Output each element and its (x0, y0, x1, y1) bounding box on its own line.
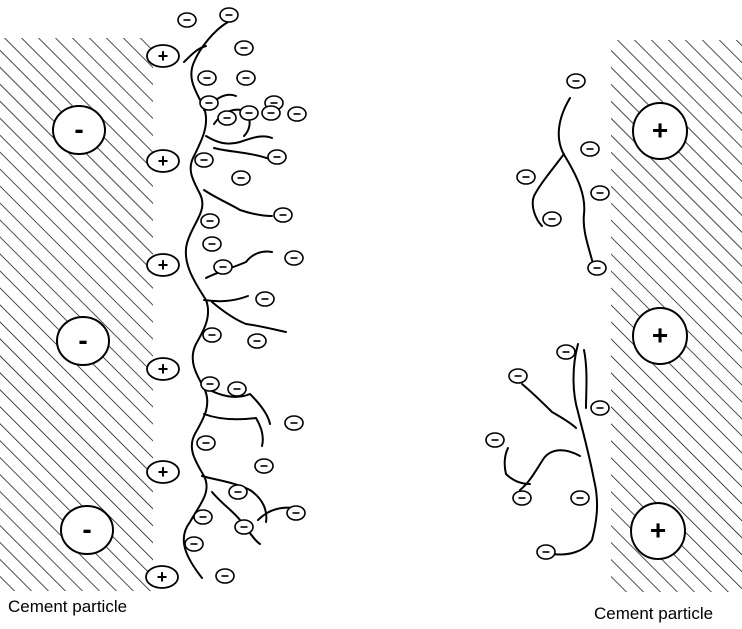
polymer-negative-charge (566, 73, 586, 89)
polymer-negative-charge (287, 106, 307, 122)
svg-text:-: - (78, 324, 87, 355)
polymer-negative-charge (286, 505, 306, 521)
polymer-negative-charge (247, 333, 267, 349)
polymer-negative-charge (508, 368, 528, 384)
positive-surface-charge: + (632, 307, 688, 365)
polymer-negative-charge (231, 170, 251, 186)
polymer-negative-charge (199, 95, 219, 111)
polymer-negative-charge (485, 432, 505, 448)
side-chain (183, 45, 207, 63)
polymer-negative-charge (184, 536, 204, 552)
free-polymer-lower-branch (503, 447, 531, 485)
side-chain (205, 387, 271, 425)
polymer-negative-charge (228, 484, 248, 500)
free-polymer-upper (557, 97, 595, 269)
adsorbed-cation: + (146, 44, 180, 68)
free-polymer-lower-branch (521, 383, 577, 429)
svg-text:+: + (157, 567, 168, 587)
svg-text:-: - (82, 513, 91, 544)
polymer-negative-charge (284, 250, 304, 266)
side-chain (203, 189, 273, 217)
svg-text:+: + (158, 255, 169, 275)
polymer-negative-charge (570, 490, 590, 506)
negative-surface-charge: - (60, 505, 114, 555)
polymer-negative-charge (580, 141, 600, 157)
side-chain (203, 413, 264, 447)
polymer-negative-charge (217, 110, 237, 126)
polymer-negative-charges (177, 7, 610, 584)
polymer-negative-charge (284, 415, 304, 431)
positive-surface-charge: + (632, 102, 688, 160)
svg-text:-: - (74, 113, 83, 144)
right-polymer-chains (503, 97, 599, 556)
side-chain (205, 250, 273, 279)
svg-text:+: + (158, 46, 169, 66)
side-chain (213, 147, 273, 161)
svg-text:+: + (158, 462, 169, 482)
polymer-negative-charge (197, 70, 217, 86)
polymer-negative-charge (196, 435, 216, 451)
svg-text:+: + (652, 319, 668, 350)
negative-surface-charge: - (52, 105, 106, 155)
polymer-negative-charge (219, 7, 239, 23)
polymer-negative-charge (273, 207, 293, 223)
polymer-negative-charge (234, 40, 254, 56)
polymer-negative-charge (202, 236, 222, 252)
polymer-negative-charge (215, 568, 235, 584)
polymer-negative-charge (227, 381, 247, 397)
polymer-negative-charge (236, 70, 256, 86)
svg-text:+: + (158, 359, 169, 379)
polymer-negative-charge (512, 490, 532, 506)
polymer-negative-charge (194, 152, 214, 168)
polymer-negative-charge (213, 259, 233, 275)
adsorbed-cation: + (146, 149, 180, 173)
positive-surface-charge: + (630, 502, 686, 560)
svg-text:+: + (652, 114, 668, 145)
polymer-negative-charge (590, 185, 610, 201)
left-surface-charges: - - - (52, 105, 114, 555)
polymer-negative-charge (587, 260, 607, 276)
left-particle-caption: Cement particle (8, 597, 128, 616)
polymer-negative-charge (556, 344, 576, 360)
svg-text:+: + (158, 151, 169, 171)
side-chain (211, 301, 287, 333)
right-surface-charges: + + + (630, 102, 688, 560)
polymer-negative-charge (202, 327, 222, 343)
polymer-negative-charge (254, 458, 274, 474)
svg-text:+: + (650, 514, 666, 545)
polymer-negative-charge (261, 105, 281, 121)
polymer-negative-charge (193, 509, 213, 525)
free-polymer-lower-branch (583, 349, 588, 409)
polymer-negative-charge (200, 376, 220, 392)
polymer-negative-charge (516, 169, 536, 185)
adsorbed-positive-ions: + + + + + + (145, 44, 180, 589)
polymer-negative-charge (542, 211, 562, 227)
free-polymer-lower (551, 343, 599, 556)
adsorbed-cation: + (146, 357, 180, 381)
polymer-negative-charge (255, 291, 275, 307)
polymer-negative-charge (267, 149, 287, 165)
polymer-negative-charge (536, 544, 556, 560)
side-chain (205, 135, 273, 145)
polymer-negative-charge (177, 12, 197, 28)
polymer-negative-charge (200, 213, 220, 229)
polymer-negative-charge (590, 400, 610, 416)
adsorbed-cation: + (146, 460, 180, 484)
side-chain (211, 491, 261, 545)
adsorbed-cation: + (146, 253, 180, 277)
polymer-negative-charge (234, 519, 254, 535)
free-polymer-upper-branch (531, 153, 565, 227)
side-chain (201, 475, 268, 523)
right-particle-caption: Cement particle (594, 604, 714, 623)
polymer-negative-charge (239, 105, 259, 121)
free-polymer-lower-branch (519, 449, 581, 491)
side-chain (203, 295, 249, 303)
negative-surface-charge: - (56, 316, 110, 366)
adsorbed-cation: + (145, 565, 179, 589)
